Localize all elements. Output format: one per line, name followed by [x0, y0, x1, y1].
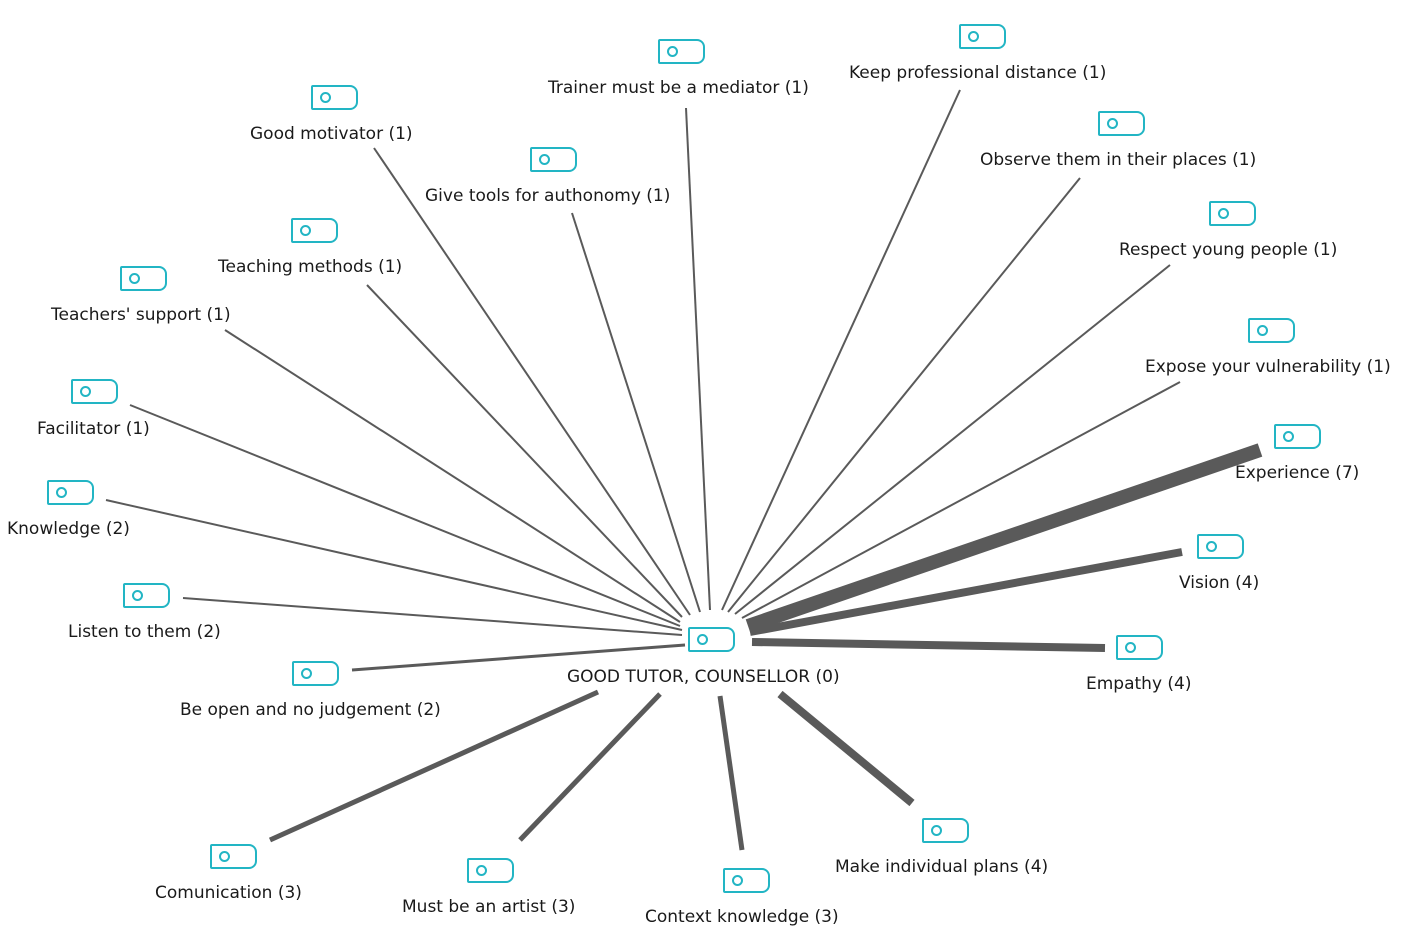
tag-icon[interactable] — [120, 266, 167, 291]
tag-icon[interactable] — [467, 858, 514, 883]
node-label: Context knowledge (3) — [645, 907, 839, 927]
node-label: Vision (4) — [1179, 573, 1260, 593]
edge-expose-vulnerability — [741, 381, 1181, 619]
tag-icon[interactable] — [71, 379, 118, 404]
edge-must-be-artist — [518, 692, 662, 842]
edge-individual-plans — [777, 690, 915, 807]
node-label: Give tools for authonomy (1) — [425, 186, 671, 206]
node-label: Respect young people (1) — [1119, 240, 1338, 260]
tag-icon[interactable] — [311, 85, 358, 110]
tag-icon[interactable] — [1098, 111, 1145, 136]
node-label: Keep professional distance (1) — [849, 63, 1107, 83]
edge-empathy — [751, 638, 1106, 652]
node-label: Good motivator (1) — [250, 124, 413, 144]
node-label: Must be an artist (3) — [402, 897, 576, 917]
node-label: Listen to them (2) — [68, 622, 221, 642]
node-label: Empathy (4) — [1086, 674, 1192, 694]
tag-icon[interactable] — [1274, 424, 1321, 449]
tag-icon[interactable] — [688, 627, 735, 652]
tag-icon[interactable] — [922, 818, 969, 843]
edge-listen-to-them — [182, 597, 683, 636]
tag-icon[interactable] — [723, 868, 770, 893]
tag-icon[interactable] — [1209, 201, 1256, 226]
edge-teaching-methods — [366, 284, 683, 618]
edge-facilitator — [129, 404, 681, 627]
node-label: Teaching methods (1) — [218, 257, 403, 277]
node-label: Observe them in their places (1) — [980, 150, 1257, 170]
tag-icon[interactable] — [292, 661, 339, 686]
edge-comunication — [268, 689, 600, 843]
edge-give-tools-autonomy — [571, 212, 701, 613]
tag-icon[interactable] — [1116, 635, 1163, 660]
center-label: GOOD TUTOR, COUNSELLOR (0) — [567, 667, 840, 687]
edge-knowledge — [105, 499, 683, 631]
tag-icon[interactable] — [959, 24, 1006, 49]
edge-experience — [745, 443, 1263, 633]
node-label: Trainer must be a mediator (1) — [548, 78, 809, 98]
node-label: Knowledge (2) — [7, 519, 130, 539]
tag-icon[interactable] — [210, 844, 257, 869]
edge-context-knowledge — [717, 695, 745, 851]
edge-keep-professional-distance — [721, 89, 961, 611]
edge-be-open — [351, 643, 686, 672]
node-label: Be open and no judgement (2) — [180, 700, 441, 720]
node-label: Make individual plans (4) — [835, 857, 1049, 877]
tag-icon[interactable] — [658, 39, 705, 64]
node-label: Facilitator (1) — [37, 419, 150, 439]
edge-observe-them — [727, 177, 1081, 613]
node-label: Comunication (3) — [155, 883, 302, 903]
tag-icon[interactable] — [1248, 318, 1295, 343]
node-label: Experience (7) — [1235, 463, 1360, 483]
node-label: Expose your vulnerability (1) — [1145, 357, 1391, 377]
node-label: Teachers' support (1) — [51, 305, 231, 325]
tag-icon[interactable] — [291, 218, 338, 243]
edge-respect-young-people — [734, 264, 1171, 615]
edge-teachers-support — [224, 329, 681, 623]
tag-icon[interactable] — [530, 147, 577, 172]
edge-good-motivator — [373, 147, 691, 616]
tag-icon[interactable] — [123, 583, 170, 608]
edge-vision — [749, 548, 1183, 636]
edge-trainer-mediator — [685, 107, 711, 611]
tag-icon[interactable] — [1197, 534, 1244, 559]
tag-icon[interactable] — [47, 480, 94, 505]
